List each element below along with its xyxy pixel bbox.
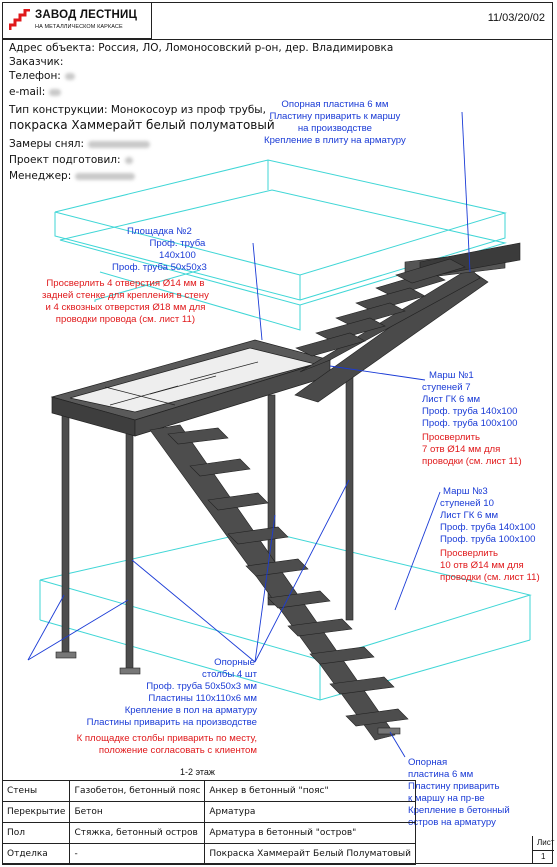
email-line: e-mail:	[9, 86, 62, 98]
table-cell: Стены	[1, 780, 71, 802]
address-line: Адрес объекта: Россия, ЛО, Ломоносовский…	[9, 42, 394, 54]
annotation-march-3: Марш №3 ступеней 10 Лист ГК 6 мм Проф. т…	[440, 486, 536, 545]
redacted-value	[64, 72, 75, 80]
landing-platform	[50, 339, 332, 437]
table-cell: Арматура	[204, 801, 416, 823]
stairs-logo-icon	[9, 9, 30, 30]
table-cell: Покраска Хаммерайт Белый Полуматовый	[204, 843, 416, 865]
table-cell: Перекрытие	[1, 801, 71, 823]
support-posts	[55, 371, 354, 675]
table-cell: Стяжка, бетонный остров	[69, 822, 206, 844]
table-cell: Арматура в бетонный "остров"	[204, 822, 416, 844]
sheet-label: Лист	[537, 838, 555, 847]
logo-block: ЗАВОД ЛЕСТНИЦ НА МЕТАЛЛИЧЕСКОМ КАРКАСЕ	[2, 2, 152, 39]
annotation-march-3-drilling: Просверлить 10 отв Ø14 мм для проводки (…	[440, 548, 540, 583]
header-divider	[2, 39, 553, 40]
document-date: 11/03/20/02	[487, 12, 545, 24]
redacted-value	[124, 156, 133, 164]
annotation-march-1: Марш №1 ступеней 7 Лист ГК 6 мм Проф. тр…	[422, 370, 518, 429]
table-row: Перекрытие Бетон Арматура	[1, 801, 416, 823]
upper-march	[294, 242, 521, 403]
table-cell: -	[69, 843, 206, 865]
annotation-posts: Опорные столбы 4 шт Проф. труба 50х50х3 …	[86, 657, 257, 728]
table-cell: Пол	[1, 822, 71, 844]
redacted-value	[49, 88, 62, 96]
sheet-number-box: Лист 1	[532, 836, 554, 864]
annotation-bottom-plate: Опорная пластина 6 мм Пластину приварить…	[408, 757, 510, 828]
manager-line: Менеджер:	[9, 170, 136, 182]
redacted-value	[88, 140, 151, 148]
lower-march	[149, 424, 409, 741]
table-cell: Анкер в бетонный "пояс"	[204, 780, 416, 802]
table-row: Стены Газобетон, бетонный пояс Анкер в б…	[1, 780, 416, 802]
annotation-landing: Площадка №2 Проф. труба 140х100 Проф. тр…	[112, 226, 207, 273]
annotation-march-1-drilling: Просверлить 7 отв Ø14 мм для проводки (с…	[422, 432, 522, 467]
sheet-number: 1	[541, 852, 546, 861]
measured-line: Замеры снял:	[9, 138, 151, 150]
redacted-value	[75, 172, 136, 180]
floor-wireframe	[39, 159, 532, 701]
annotation-landing-drilling: Просверлить 4 отверстия Ø14 мм в задней …	[42, 278, 209, 325]
annotation-posts-placement: К площадке столбы приварить по месту, по…	[76, 733, 257, 756]
table-cell: Отделка	[1, 843, 71, 865]
table-cell: Газобетон, бетонный пояс	[69, 780, 206, 802]
leader-lines	[27, 111, 471, 758]
phone-line: Телефон:	[9, 70, 75, 82]
annotation-top-plate: Опорная пластина 6 мм Пластину приварить…	[264, 99, 406, 146]
brand-tagline: НА МЕТАЛЛИЧЕСКОМ КАРКАСЕ	[35, 24, 123, 30]
specification-table: Стены Газобетон, бетонный пояс Анкер в б…	[1, 780, 416, 865]
table-row: Пол Стяжка, бетонный остров Арматура в б…	[1, 822, 416, 844]
floor-label: 1-2 этаж	[180, 767, 215, 777]
prepared-line: Проект подготовил:	[9, 154, 133, 166]
brand-name: ЗАВОД ЛЕСТНИЦ	[35, 9, 138, 21]
customer-line: Заказчик:	[9, 56, 64, 68]
construction-type-line: Тип конструкции: Монокосоур из проф труб…	[9, 104, 266, 116]
table-cell: Бетон	[69, 801, 206, 823]
table-row: Отделка - Покраска Хаммерайт Белый Полум…	[1, 843, 416, 865]
construction-finish-line: покраска Хаммерайт белый полуматовый	[9, 118, 275, 132]
